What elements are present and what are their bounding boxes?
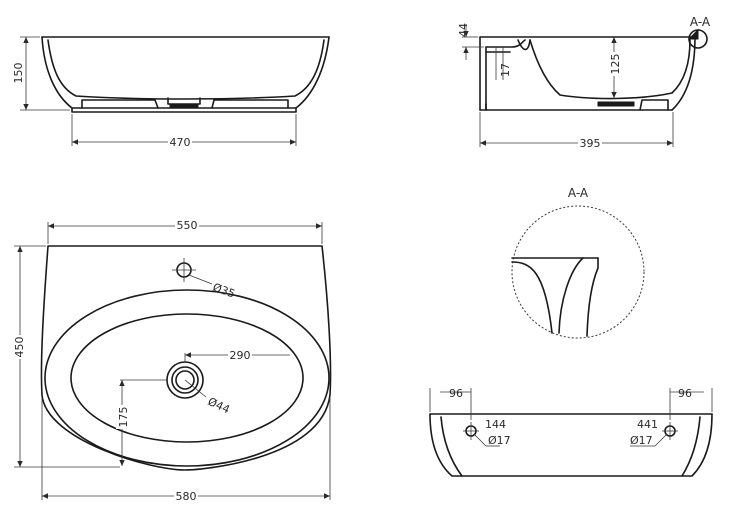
rear-right-hole-dia-dimension: Ø17 bbox=[630, 434, 653, 447]
drain-from-front-dimension: 175 bbox=[117, 407, 130, 428]
rear-inner-left bbox=[440, 416, 463, 477]
side-drain bbox=[597, 101, 635, 107]
front-foot-cutout-left bbox=[81, 99, 159, 109]
detail-inner-curve bbox=[558, 257, 584, 334]
top-bowl-rim bbox=[44, 289, 330, 467]
detail-view: A-A bbox=[511, 186, 645, 339]
detail-outer-curve bbox=[511, 261, 553, 334]
top-overall-width-dimension: 580 bbox=[176, 490, 197, 503]
front-foot-cutout-right bbox=[211, 99, 289, 109]
side-tap-pipe bbox=[485, 39, 526, 48]
top-bowl-inner bbox=[70, 313, 304, 443]
drain-mid bbox=[171, 366, 199, 394]
rear-left-hole-dia-dimension: Ø17 bbox=[488, 434, 511, 447]
drain-hole-dimension: Ø44 bbox=[206, 395, 232, 416]
tap-hole-dimension: Ø35 bbox=[211, 281, 237, 301]
top-height-dimension: 450 bbox=[13, 337, 26, 358]
detail-circle bbox=[511, 205, 645, 339]
section-marker-fill bbox=[687, 28, 699, 40]
front-height-dimension: 150 bbox=[12, 63, 25, 84]
top-outer-outline bbox=[40, 245, 332, 471]
side-front-outer bbox=[671, 36, 696, 111]
front-width-dimension: 470 bbox=[170, 136, 191, 149]
rear-left-offset-dimension: 96 bbox=[449, 387, 463, 400]
front-view: 150 470 bbox=[12, 36, 330, 149]
rear-inner-right bbox=[681, 416, 701, 477]
side-section-label: A-A bbox=[690, 15, 711, 29]
front-bowl-outline bbox=[41, 36, 330, 109]
drain-inner bbox=[175, 370, 195, 390]
front-foot bbox=[71, 107, 297, 113]
side-inner-depth-dimension: 125 bbox=[609, 54, 622, 75]
detail-lip bbox=[586, 257, 599, 337]
drain-offset-dimension: 290 bbox=[230, 349, 251, 362]
detail-section-label: A-A bbox=[568, 186, 589, 200]
side-inner-bowl bbox=[529, 39, 691, 100]
side-drain-height-dimension: 44 bbox=[457, 23, 470, 37]
side-section-view: A-A 44 17 125 395 bbox=[457, 15, 711, 150]
front-inner-lip bbox=[47, 39, 325, 100]
top-width-dimension: 550 bbox=[177, 219, 198, 232]
side-foot-cutout bbox=[639, 99, 669, 111]
side-wall-thickness-dimension: 17 bbox=[499, 63, 512, 77]
rear-outline bbox=[429, 413, 713, 477]
rear-view: 144 Ø17 441 Ø17 96 96 bbox=[429, 387, 713, 477]
rear-right-offset-dimension: 96 bbox=[678, 387, 692, 400]
front-drain-cap bbox=[169, 103, 199, 108]
side-width-dimension: 395 bbox=[580, 137, 601, 150]
rear-left-hole-offset-dimension: 144 bbox=[485, 418, 506, 431]
side-overflow-lip bbox=[517, 39, 531, 51]
rear-right-hole-offset-dimension: 441 bbox=[637, 418, 658, 431]
top-view: Ø35 Ø44 290 175 550 450 580 bbox=[13, 218, 332, 503]
